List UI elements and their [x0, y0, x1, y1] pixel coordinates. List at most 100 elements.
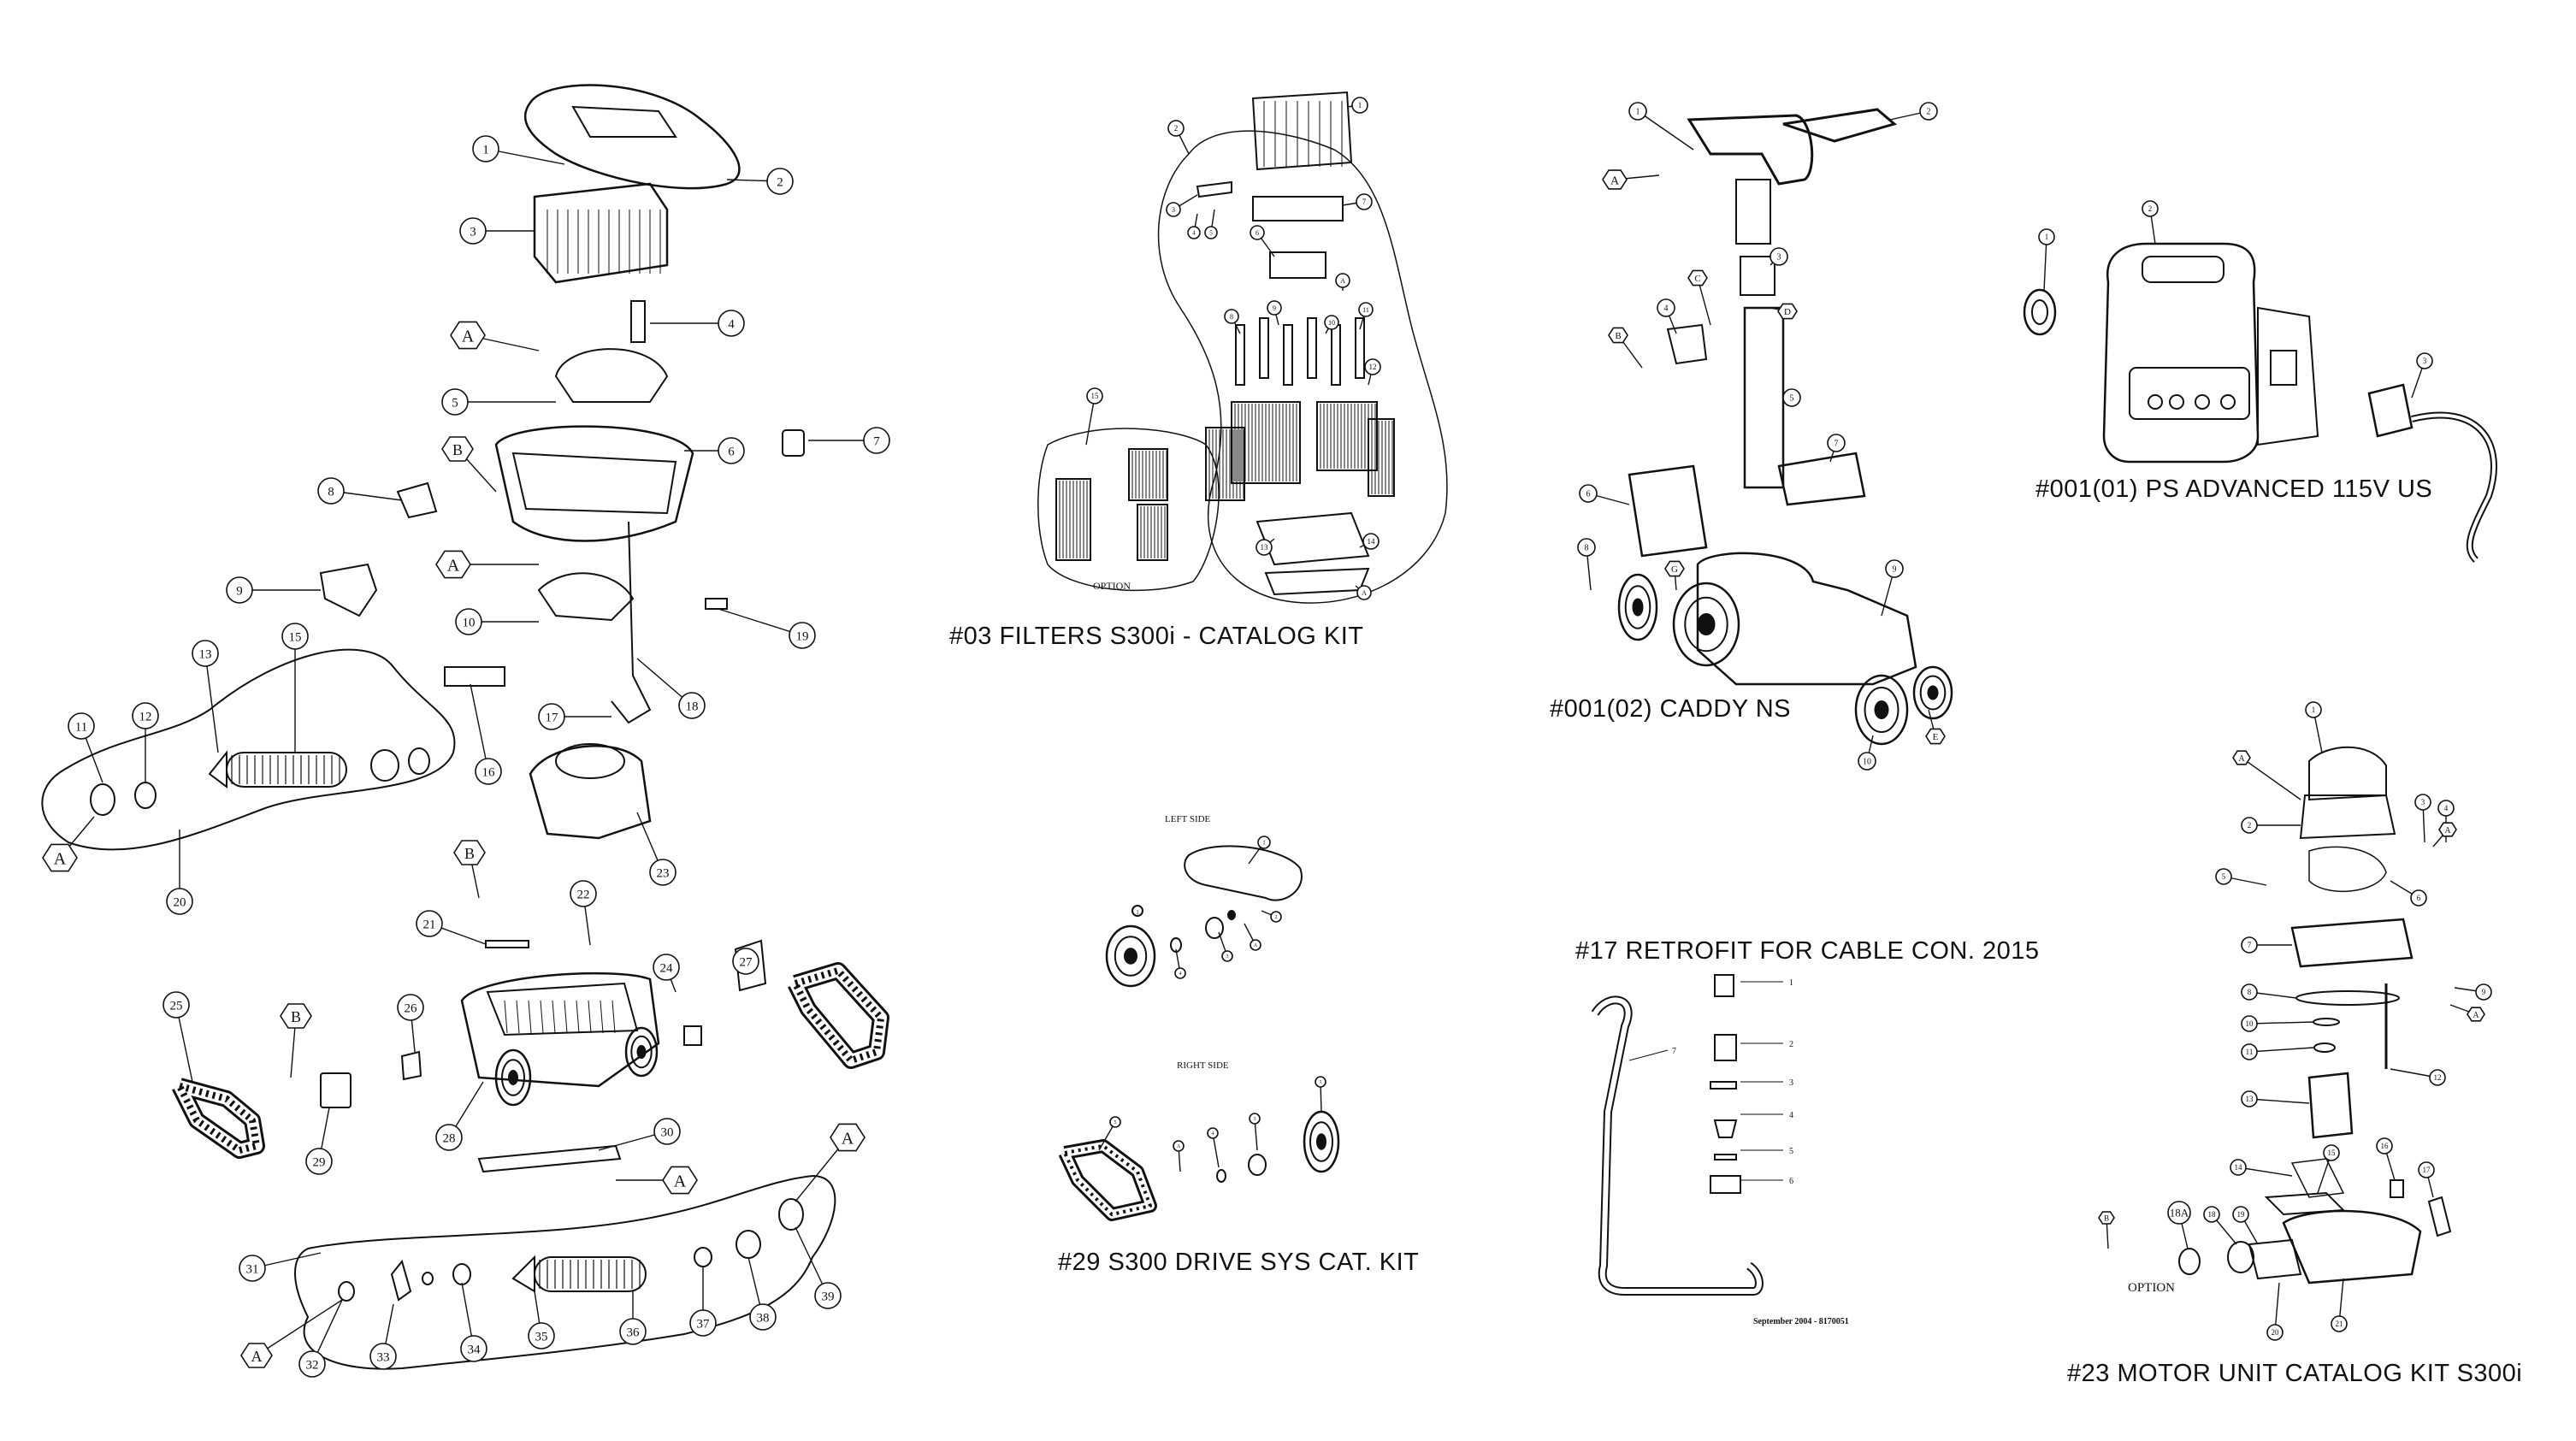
- hex-marker-label: C: [1694, 274, 1700, 284]
- callout-label: 15: [289, 630, 302, 644]
- callout-label: 8: [1230, 313, 1233, 321]
- retrofit-callout-label: 2: [1789, 1040, 1793, 1049]
- callout-bubble: 8: [1224, 309, 1241, 334]
- callout-bubble: 20: [166, 830, 193, 915]
- retrofit-callout-label: 7: [1672, 1047, 1676, 1056]
- callout-label: 20: [2272, 1328, 2280, 1337]
- side-plate: [1184, 845, 1303, 901]
- callout-label: 6: [1256, 229, 1259, 237]
- caddy-title: #001(02) CADDY NS: [1550, 695, 1791, 723]
- handle-1: [1687, 114, 1814, 186]
- retrofit-part-5: [1714, 1154, 1737, 1160]
- clip-33: [390, 1259, 412, 1302]
- callout-bubble: 16: [2376, 1137, 2396, 1181]
- handle-2: [1782, 108, 1898, 143]
- callout-bubble: 3: [1166, 194, 1198, 217]
- hook-7: [1777, 452, 1866, 506]
- callout-label: 11: [1362, 306, 1369, 314]
- callout-bubble: 4: [1207, 1127, 1220, 1168]
- bushing-32: [338, 1281, 355, 1302]
- callout-bubble: 29: [305, 1107, 333, 1175]
- hex-marker-label: A: [447, 557, 460, 576]
- callout-bubble: 9: [1267, 300, 1282, 326]
- callout-label: 24: [660, 961, 674, 975]
- callout-label: 11: [75, 720, 87, 734]
- hex-marker-label: B: [464, 845, 475, 862]
- hex-marker: E: [1925, 709, 1946, 745]
- callout-bubble: 10: [455, 608, 539, 635]
- hex-marker-label: G: [1671, 564, 1678, 575]
- oring-10: [2313, 1018, 2340, 1026]
- bearing-39: [778, 1198, 804, 1231]
- callout-bubble: 6: [684, 437, 745, 464]
- callout-bubble: 13: [192, 640, 219, 753]
- ps-handle: [2142, 256, 2224, 283]
- callout-bubble: 3: [1249, 1113, 1261, 1151]
- callout-label: 25: [170, 999, 183, 1013]
- callout-bubble: 15: [2317, 1144, 2340, 1194]
- wheel-outer: [494, 1048, 532, 1107]
- bracket-4: [1666, 323, 1708, 365]
- callout-label: 5: [1790, 394, 1794, 404]
- retrofit-callout-label: 5: [1789, 1147, 1793, 1156]
- tube-5: [1743, 306, 1785, 489]
- hex-marker-label: A: [842, 1130, 854, 1149]
- callout-bubble: 9: [2454, 983, 2492, 1001]
- callout-label: 32: [306, 1358, 319, 1372]
- wheel-hub: [1927, 685, 1939, 700]
- callout-label: 4: [1664, 304, 1669, 314]
- side-part-8: [396, 481, 438, 519]
- callout-label: 15: [1091, 392, 1100, 400]
- ps-button: [2148, 394, 2163, 410]
- callout-bubble: 14: [1359, 533, 1380, 550]
- wheel-inner: [630, 1035, 653, 1069]
- callout-bubble: 2: [2142, 200, 2159, 245]
- connector-1-inner: [2031, 299, 2048, 325]
- callout-bubble: 9: [1881, 559, 1904, 617]
- hex-marker: B: [453, 840, 486, 899]
- callout-label: 9: [236, 584, 243, 598]
- callout-label: 37: [697, 1317, 711, 1331]
- drive-right-side-label: RIGHT SIDE: [1177, 1060, 1229, 1071]
- callout-bubble: 8: [1577, 538, 1596, 591]
- filter-frame: [1316, 401, 1378, 471]
- callout-bubble: 24: [653, 954, 680, 993]
- callout-bubble: 9: [226, 576, 321, 604]
- option-outline: [1037, 428, 1220, 592]
- callout-label: 3: [1226, 954, 1229, 960]
- callout-label: 7: [873, 434, 880, 448]
- housing-21: [2282, 1209, 2422, 1284]
- handle-16: [444, 666, 505, 687]
- cable-plug-3: [2367, 383, 2414, 438]
- callout-bubble: 33: [369, 1303, 397, 1370]
- callout-bubble: A: [1355, 585, 1372, 600]
- swivel: [630, 300, 646, 343]
- callout-label: 1: [1358, 101, 1362, 109]
- callout-label: 19: [2237, 1210, 2246, 1219]
- part-19: [2248, 1238, 2302, 1280]
- hex-marker-label: A: [2444, 826, 2451, 836]
- callout-bubble: 13: [2241, 1090, 2310, 1107]
- callout-bubble: 5: [2215, 868, 2267, 886]
- top-cover: [523, 84, 741, 190]
- callout-label: A: [1362, 589, 1367, 597]
- callout-bubble: 23: [636, 812, 676, 886]
- caddy-base: [1696, 552, 1917, 686]
- retrofit-part-1: [1714, 974, 1734, 997]
- callout-label: 1: [1262, 840, 1266, 847]
- wheel-hub: [1632, 598, 1644, 617]
- callout-label: 11: [2246, 1048, 2254, 1056]
- hex-marker-label: B: [2104, 1214, 2109, 1222]
- part-21: [485, 940, 529, 948]
- callout-bubble: 7: [1827, 434, 1846, 463]
- brush-end-13: [208, 750, 227, 788]
- callout-bubble: 22: [570, 880, 597, 946]
- brush-assembly-outline-2: [294, 1174, 836, 1370]
- hex-marker: B: [441, 436, 497, 493]
- callout-bubble: 17: [538, 703, 612, 730]
- drive-left-side-label: LEFT SIDE: [1165, 814, 1211, 824]
- hex-marker: A: [435, 550, 539, 579]
- wheel-inner: [1309, 1121, 1333, 1162]
